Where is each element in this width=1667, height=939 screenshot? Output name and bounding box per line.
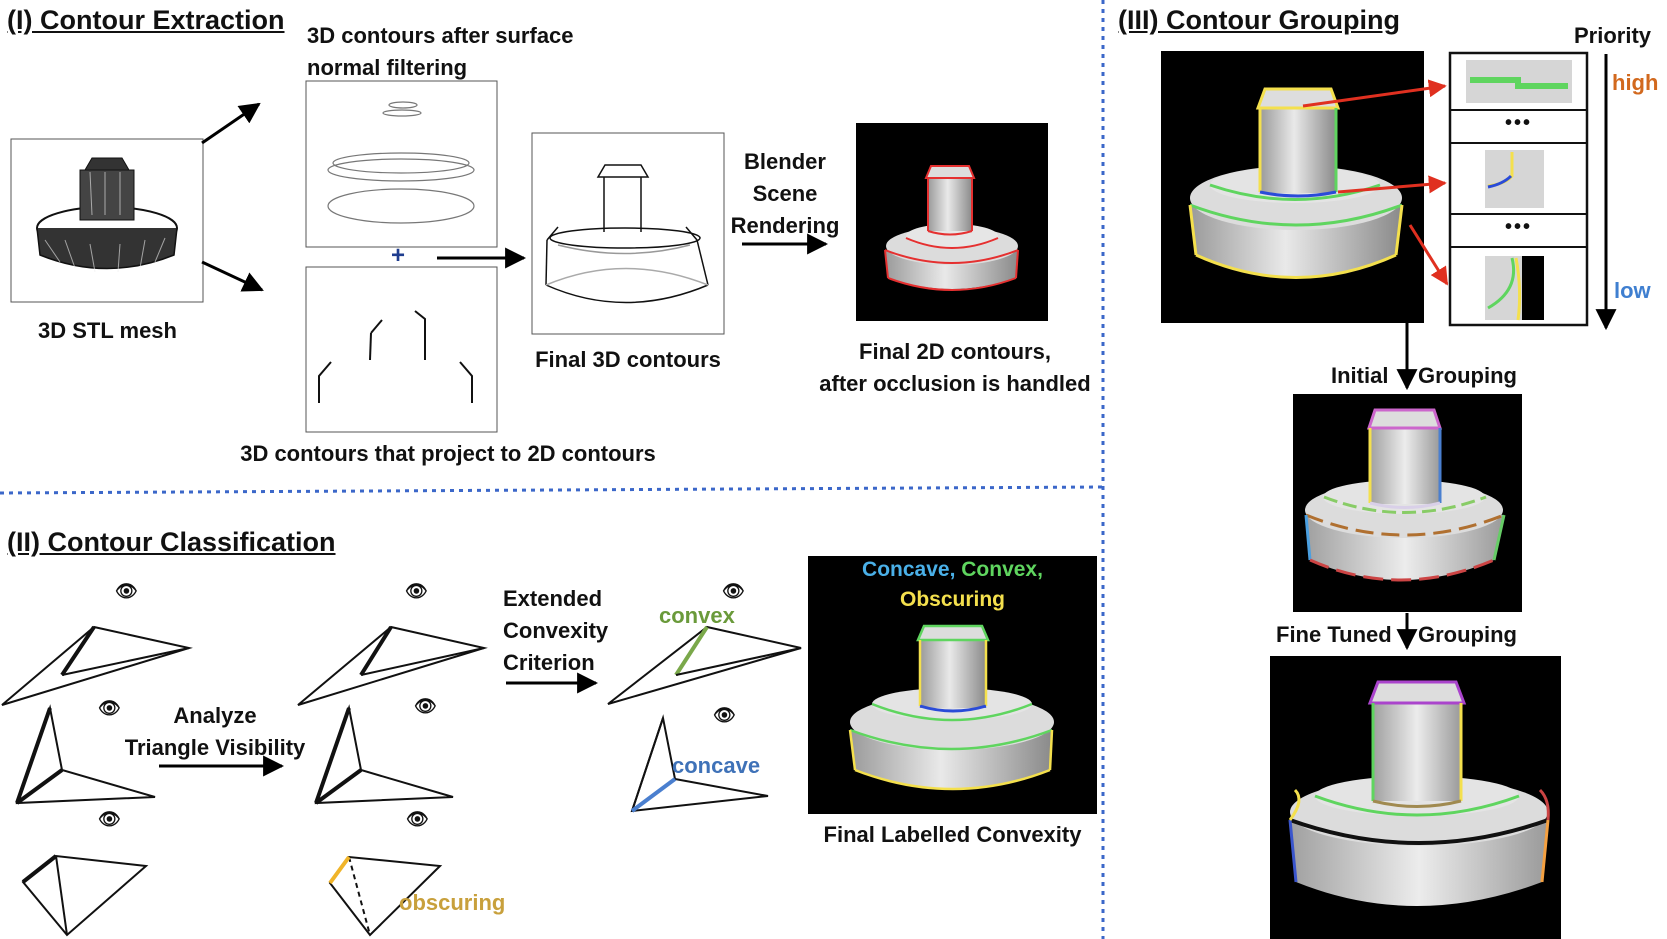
plus-symbol: + <box>391 242 405 269</box>
legend-obscuring: Obscuring <box>899 588 1005 611</box>
ellipsis-2: ••• <box>1504 216 1532 238</box>
eye-icon: 👁 <box>406 809 429 829</box>
final2d-label-line: Final 2D contours, <box>859 339 1051 364</box>
arrow-mesh-to-projected <box>201 260 264 292</box>
final2d-image <box>884 165 1019 291</box>
convex-word: convex <box>659 603 735 628</box>
eye-icon: 👁 <box>722 581 745 601</box>
criterion-label-line: Convexity <box>503 618 609 643</box>
render-label-line: Scene <box>752 181 818 206</box>
eye-icon: 👁 <box>713 705 736 725</box>
section-title-classification: (II) Contour Classification <box>7 527 336 557</box>
eye-icons-visibility: 👁 👁 👁 <box>405 581 437 829</box>
eye-icon: 👁 <box>414 696 437 716</box>
horizontal-divider <box>0 485 1104 495</box>
initial-grouping-image <box>1304 408 1506 582</box>
analyze-label-line: Analyze <box>173 703 257 728</box>
triangles-criterion <box>607 625 802 813</box>
final-convexity-label: Final Labelled Convexity <box>823 822 1082 847</box>
arrow-mesh-to-normal <box>201 102 261 145</box>
criterion-label-line: Criterion <box>503 650 595 675</box>
normal-filter-label: 3D contours after surface normal filteri… <box>307 20 574 84</box>
final2d-label-line: after occlusion is handled <box>819 371 1091 396</box>
render-label-line: Rendering <box>730 213 840 238</box>
stl-mesh-label: 3D STL mesh <box>38 318 177 343</box>
criterion-label: Extended Convexity Criterion <box>503 583 608 679</box>
eye-icons-input: 👁 👁 👁 <box>98 581 138 829</box>
eye-icon: 👁 <box>115 581 138 601</box>
priority-item-2 <box>1485 150 1544 208</box>
analyze-label: Analyze Triangle Visibility <box>115 700 315 764</box>
eye-icon: 👁 <box>405 581 428 601</box>
stl-hatch <box>44 171 166 273</box>
final-convexity-image <box>848 624 1054 791</box>
projected-label: 3D contours that project to 2D contours <box>240 441 656 466</box>
render-label: Blender Scene Rendering <box>730 146 840 242</box>
final3d-label: Final 3D contours <box>535 347 721 372</box>
normal-filter-image <box>327 101 475 224</box>
legend-concave: Concave, <box>862 558 956 581</box>
priority-low-label: low <box>1614 278 1651 303</box>
ellipsis-1: ••• <box>1504 112 1532 134</box>
section-title-extraction: (I) Contour Extraction <box>7 5 285 35</box>
criterion-label-line: Extended <box>503 586 603 611</box>
concave-word: concave <box>672 753 761 778</box>
normal-filter-label-line: normal filtering <box>307 55 468 80</box>
triangles-visibility <box>297 625 488 937</box>
red-arrow-low <box>1408 224 1449 286</box>
normal-filter-label-line: 3D contours after surface <box>307 23 574 48</box>
eye-icon: 👁 <box>98 698 121 718</box>
final2d-label: Final 2D contours, after occlusion is ha… <box>800 336 1110 400</box>
eye-icons-criterion: 👁 👁 <box>713 581 745 725</box>
priority-label: Priority <box>1574 23 1652 48</box>
final3d-image <box>545 164 709 304</box>
projected-panel <box>305 266 498 433</box>
initial-label-left: Initial <box>1331 363 1389 388</box>
fine-grouping-image <box>1288 680 1550 906</box>
legend-convex: Convex, <box>961 558 1043 581</box>
priority-high-label: high <box>1612 70 1659 95</box>
red-arrow-mid <box>1337 175 1447 194</box>
projected-image <box>318 310 473 403</box>
section-title-grouping: (III) Contour Grouping <box>1118 5 1400 35</box>
initial-label-right: Grouping <box>1418 363 1517 388</box>
render-label-line: Blender <box>744 149 826 174</box>
eye-icon: 👁 <box>98 809 121 829</box>
grouping-source-image <box>1188 87 1404 279</box>
fine-label-left: Fine Tuned <box>1276 622 1392 647</box>
red-arrow-high <box>1302 79 1447 108</box>
convexity-legend: Concave, Convex, <box>808 558 1097 582</box>
triangles-input <box>1 625 193 937</box>
obscuring-word: obscuring <box>399 890 506 915</box>
fine-label-right: Grouping <box>1418 622 1517 647</box>
analyze-label-line: Triangle Visibility <box>124 735 306 760</box>
